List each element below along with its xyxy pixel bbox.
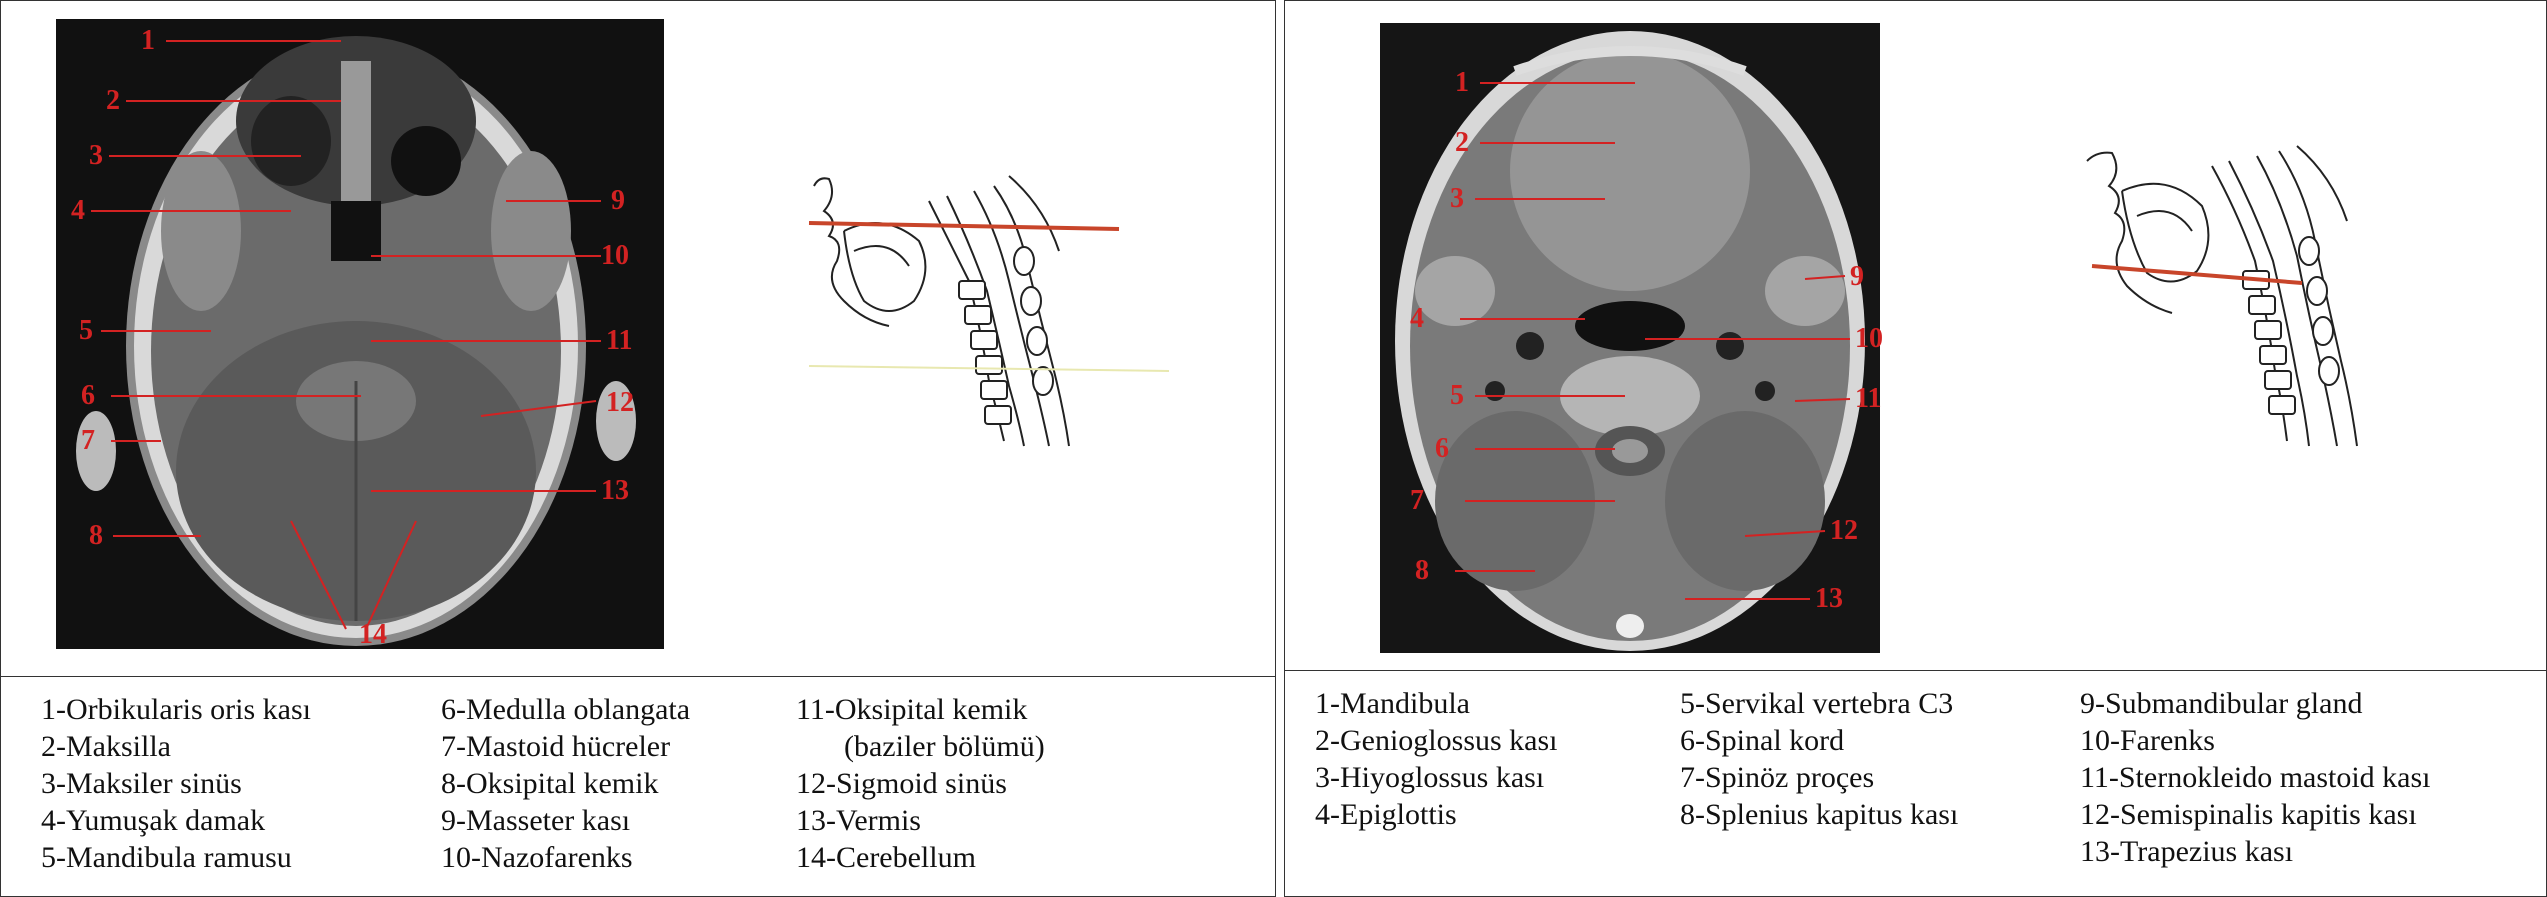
mri-left-num-8: 8 [89,520,103,551]
legend-item: 9-Masseter kası [441,802,690,839]
right-legend: 1-Mandibula 2-Genioglossus kası 3-Hiyogl… [1285,670,2546,896]
mri-right-num-9: 9 [1850,261,1864,292]
mri-left-num-6: 6 [81,380,95,411]
mri-left-num-4: 4 [71,195,85,226]
legend-item: 7-Spinöz proçes [1680,759,1958,796]
mri-left-num-13: 13 [601,475,629,506]
mri-image-neck: 1 2 3 4 5 6 7 8 9 10 11 12 13 [1285,1,1997,679]
legend-item: 3-Hiyoglossus kası [1315,759,1558,796]
mri-image-skull-base: 1 2 3 4 5 6 7 8 9 10 11 12 13 14 [1,1,719,679]
legend-item: 3-Maksiler sinüs [41,765,311,802]
mri-left-num-9: 9 [611,185,625,216]
right-figure-panel: 1 2 3 4 5 6 7 8 9 10 11 12 13 [1284,0,2547,897]
left-legend: 1-Orbikularis oris kası 2-Maksilla 3-Mak… [1,676,1275,896]
mri-axial-skull-base: 1 2 3 4 5 6 7 8 9 10 11 12 13 14 [1,1,719,679]
legend-item: 11-Oksipital kemik [796,691,1045,728]
legend-item: 13-Vermis [796,802,1045,839]
legend-item: 7-Mastoid hücreler [441,728,690,765]
sagittal-diagram-cut-level [1997,1,2547,679]
legend-item: 11-Sternokleido mastoid kası [2080,759,2431,796]
left-legend-col-2: 6-Medulla oblangata 7-Mastoid hücreler 8… [441,691,690,876]
mri-right-num-5: 5 [1450,380,1464,411]
mri-left-num-1: 1 [141,25,155,56]
legend-item: 2-Maksilla [41,728,311,765]
legend-item: 5-Mandibula ramusu [41,839,311,876]
sagittal-diagram-cut-level [719,1,1277,679]
left-legend-col-3: 11-Oksipital kemik (baziler bölümü) 12-S… [796,691,1045,876]
sagittal-neck-sketch [1997,1,2547,679]
legend-item: 10-Farenks [2080,722,2431,759]
left-legend-col-1: 1-Orbikularis oris kası 2-Maksilla 3-Mak… [41,691,311,876]
mri-left-num-2: 2 [106,85,120,116]
mri-right-num-8: 8 [1415,555,1429,586]
left-figure-panel: 1 2 3 4 5 6 7 8 9 10 11 12 13 14 [0,0,1276,897]
right-legend-col-3: 9-Submandibular gland 10-Farenks 11-Ster… [2080,685,2431,870]
legend-item: 5-Servikal vertebra C3 [1680,685,1958,722]
mri-left-num-14: 14 [359,619,387,650]
sagittal-neck-sketch [719,1,1277,679]
right-legend-col-1: 1-Mandibula 2-Genioglossus kası 3-Hiyogl… [1315,685,1558,833]
mri-right-num-6: 6 [1435,433,1449,464]
mri-left-num-7: 7 [81,425,95,456]
legend-item: 6-Medulla oblangata [441,691,690,728]
legend-item: 4-Yumuşak damak [41,802,311,839]
legend-item: 4-Epiglottis [1315,796,1558,833]
mri-right-num-4: 4 [1410,303,1424,334]
mri-right-num-11: 11 [1855,383,1881,414]
mri-right-num-12: 12 [1830,515,1858,546]
mri-left-num-5: 5 [79,315,93,346]
legend-item: 12-Semispinalis kapitis kası [2080,796,2431,833]
mri-right-num-7: 7 [1410,485,1424,516]
legend-item: 8-Oksipital kemik [441,765,690,802]
legend-item: 1-Mandibula [1315,685,1558,722]
mri-right-num-13: 13 [1815,583,1843,614]
legend-item: 9-Submandibular gland [2080,685,2431,722]
legend-item: 13-Trapezius kası [2080,833,2431,870]
mri-left-num-10: 10 [601,240,629,271]
mri-right-num-2: 2 [1455,127,1469,158]
legend-item: 2-Genioglossus kası [1315,722,1558,759]
mri-left-num-11: 11 [606,325,632,356]
legend-item: 10-Nazofarenks [441,839,690,876]
right-legend-col-2: 5-Servikal vertebra C3 6-Spinal kord 7-S… [1680,685,1958,833]
legend-item: 8-Splenius kapitus kası [1680,796,1958,833]
mri-left-num-12: 12 [606,387,634,418]
mri-right-num-1: 1 [1455,67,1469,98]
mri-right-num-3: 3 [1450,183,1464,214]
legend-item: 14-Cerebellum [796,839,1045,876]
legend-item: 6-Spinal kord [1680,722,1958,759]
legend-item: 1-Orbikularis oris kası [41,691,311,728]
legend-item-continuation: (baziler bölümü) [796,728,1045,765]
mri-right-num-10: 10 [1855,323,1883,354]
legend-item: 12-Sigmoid sinüs [796,765,1045,802]
mri-axial-neck: 1 2 3 4 5 6 7 8 9 10 11 12 13 [1285,1,1997,679]
mri-left-num-3: 3 [89,140,103,171]
